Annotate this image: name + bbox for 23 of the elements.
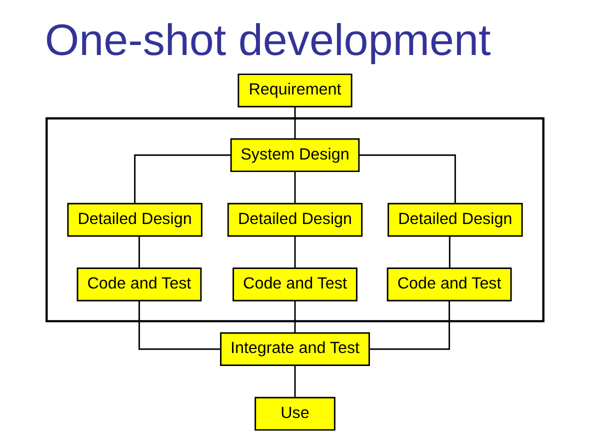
node-box: Use (254, 396, 336, 431)
node-box: Detailed Design (67, 202, 202, 237)
connector (134, 154, 231, 204)
connector (359, 154, 456, 204)
node-box: Integrate and Test (220, 332, 370, 366)
node-box: Detailed Design (388, 202, 523, 237)
node-box: System Design (230, 138, 360, 172)
node-box: Code and Test (76, 268, 202, 302)
connector (294, 300, 296, 333)
node-box: Code and Test (386, 268, 512, 302)
connector (138, 300, 221, 350)
node-box: Code and Test (232, 268, 358, 302)
node-box: Requirement (238, 74, 352, 108)
cluster (46, 117, 544, 322)
connector (448, 236, 450, 268)
diagram-title: One-shot development (44, 16, 491, 66)
connector (294, 365, 296, 398)
node-box: Detailed Design (227, 202, 363, 237)
connector (294, 236, 296, 268)
connector (294, 106, 296, 139)
connector (294, 171, 296, 204)
connector (369, 300, 450, 350)
connector (138, 236, 140, 268)
